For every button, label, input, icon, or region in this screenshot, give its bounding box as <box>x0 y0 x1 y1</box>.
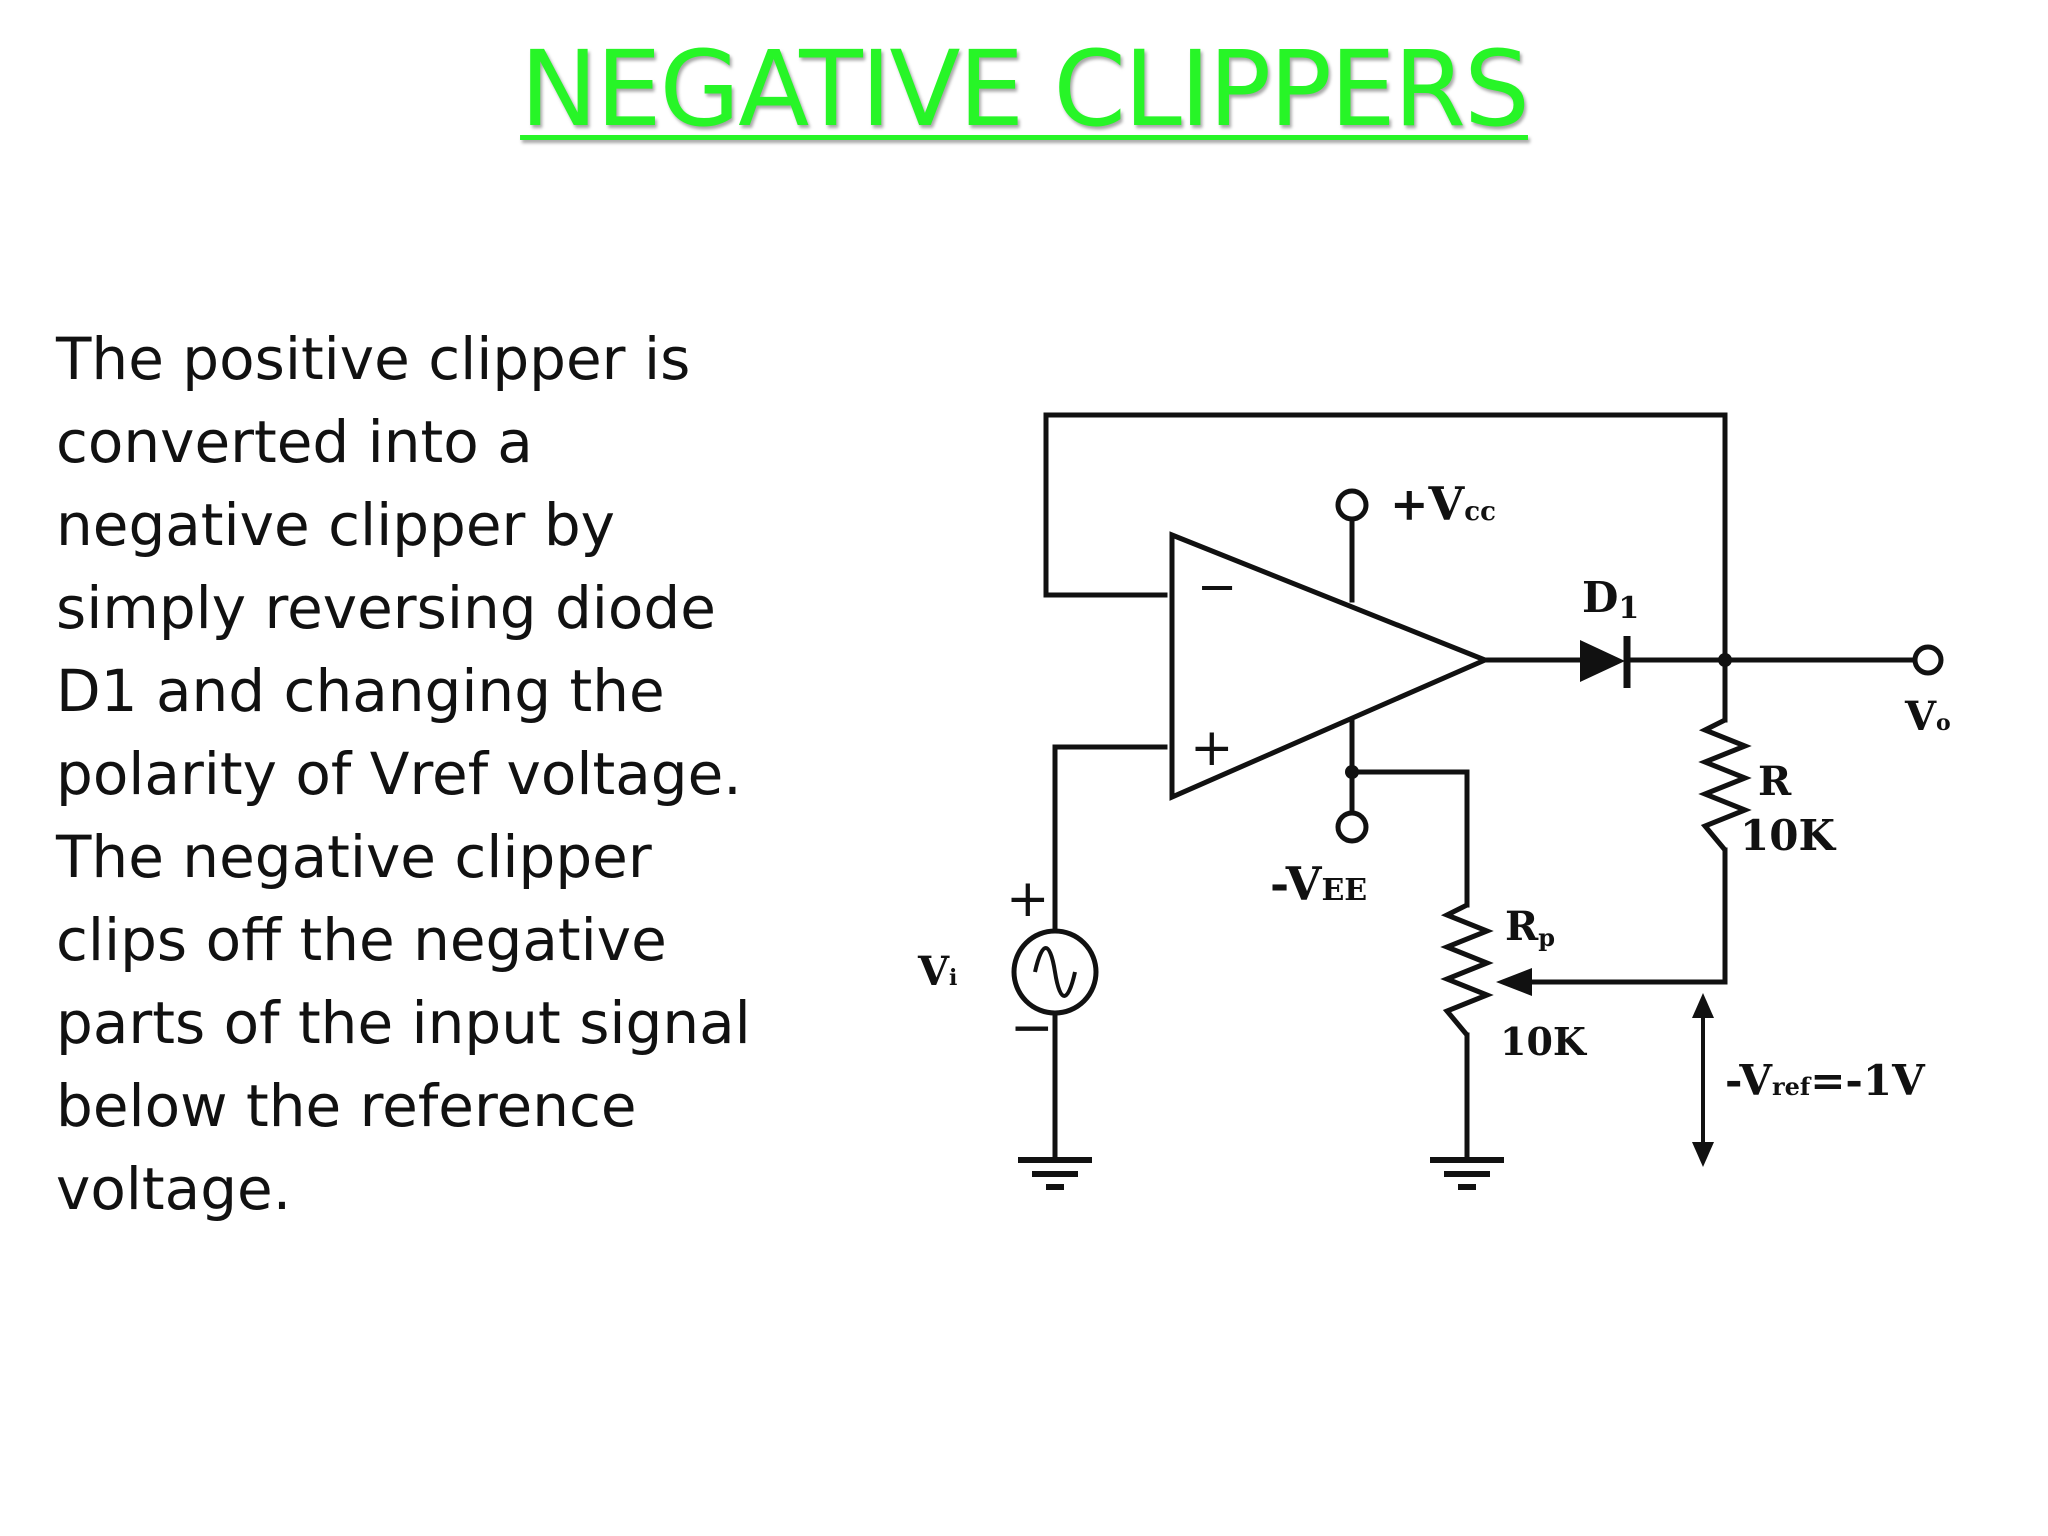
vcc-terminal <box>1335 488 1369 522</box>
diode-d1 <box>1580 636 1631 688</box>
slide-title: NEGATIVE CLIPPERS <box>520 28 1530 150</box>
diode-label: D1 <box>1582 573 1639 626</box>
vref-arrow <box>1692 993 1714 1167</box>
resistor-r-value: 10K <box>1740 811 1836 860</box>
opamp-symbol <box>1169 531 1492 801</box>
circuit-wires <box>1043 412 1918 1163</box>
resistor-r <box>1698 717 1752 852</box>
pot-label: Rp <box>1505 903 1555 952</box>
vee-terminal <box>1335 810 1369 844</box>
sine-wave-icon <box>1033 946 1077 998</box>
input-wire <box>1052 744 1168 933</box>
vee-junction-dot <box>1345 765 1359 779</box>
vref-label: -Vref=-1V <box>1725 1056 1926 1105</box>
ground-icon <box>1430 1157 1504 1190</box>
source-minus-sign: − <box>1010 998 1054 1058</box>
wiper-arrow <box>1496 968 1532 996</box>
source-label: Vi <box>917 948 957 995</box>
resistor-r-label: R <box>1758 758 1792 805</box>
opamp-minus-sign: − <box>1197 559 1237 615</box>
vee-to-pot-wire <box>1349 769 1470 908</box>
vcc-label: +Vcc <box>1390 477 1496 531</box>
output-junction-dot <box>1718 653 1732 667</box>
feedback-wire <box>1043 412 1728 663</box>
source-plus-sign: + <box>1006 869 1050 929</box>
body-text: The positive clipper is converted into a… <box>56 325 751 1223</box>
potentiometer <box>1440 902 1494 1037</box>
output-terminal <box>1912 644 1944 676</box>
output-label: Vo <box>1904 693 1951 740</box>
negative-clipper-circuit: − + +Vcc -VEE D1 Vo R 10K Rp 10K -Vref=-… <box>917 412 1951 1190</box>
opamp-plus-sign: + <box>1190 718 1234 778</box>
vee-label: -VEE <box>1270 857 1367 911</box>
ground-icon <box>1018 1157 1092 1190</box>
pot-value: 10K <box>1500 1019 1588 1064</box>
